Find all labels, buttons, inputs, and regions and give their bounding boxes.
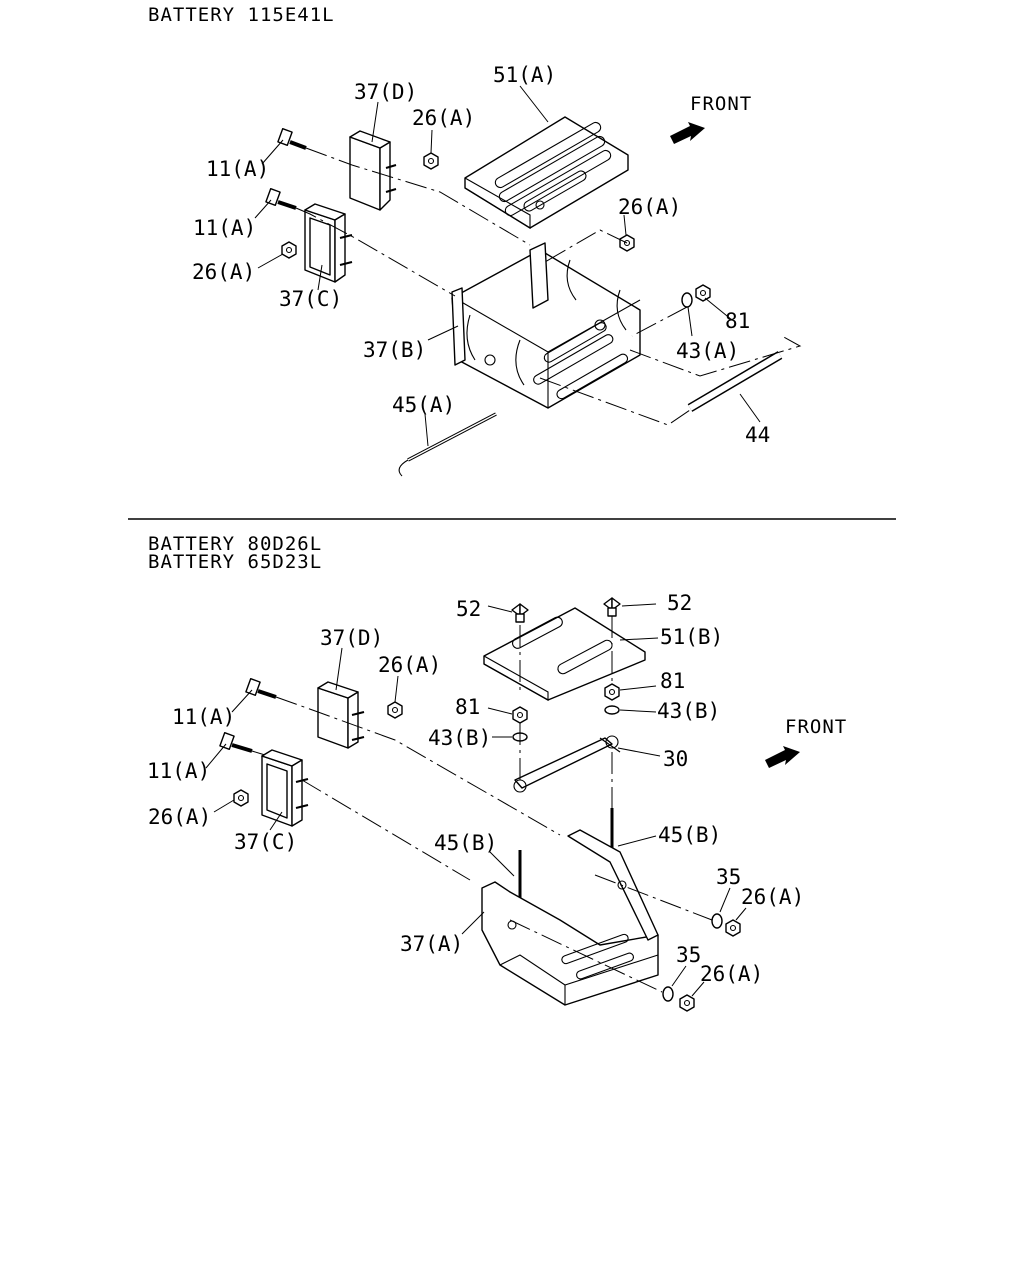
callout-26a-left: 26(A) bbox=[148, 805, 211, 829]
callout-45a: 45(A) bbox=[392, 393, 455, 417]
clamp-bar-30 bbox=[513, 735, 621, 793]
nut-26a-left bbox=[233, 789, 249, 807]
callout-26a-right: 26(A) bbox=[618, 195, 681, 219]
callout-81-right: 81 bbox=[660, 669, 685, 693]
wing-nut-52-right bbox=[603, 597, 621, 617]
callout-43b-left: 43(B) bbox=[428, 726, 491, 750]
callout-11a-lower: 11(A) bbox=[193, 216, 256, 240]
callout-26a-left: 26(A) bbox=[192, 260, 255, 284]
bracket-37c bbox=[261, 749, 309, 827]
callout-26a-upper: 26(A) bbox=[741, 885, 804, 909]
nut-81-left bbox=[512, 706, 528, 724]
section-header: BATTERY 115E41L bbox=[148, 4, 335, 26]
hook-rod-45a bbox=[398, 412, 497, 477]
front-label: FRONT bbox=[690, 93, 752, 115]
callout-52-left: 52 bbox=[456, 597, 481, 621]
callout-11a-upper: 11(A) bbox=[172, 705, 235, 729]
callout-45b-left: 45(B) bbox=[434, 831, 497, 855]
nut-26a-top bbox=[423, 152, 439, 170]
section-header-2: BATTERY 65D23L bbox=[148, 551, 322, 573]
front-arrow-icon bbox=[670, 122, 705, 144]
callout-11a-lower: 11(A) bbox=[147, 759, 210, 783]
callout-37d: 37(D) bbox=[354, 80, 417, 104]
bolt-11a-lower bbox=[219, 732, 253, 753]
front-arrow-icon bbox=[765, 746, 800, 768]
callout-43b-right: 43(B) bbox=[657, 699, 720, 723]
washer-35-lower bbox=[662, 986, 674, 1002]
bolt-11a-lower bbox=[265, 188, 297, 210]
battery-cover-51a bbox=[464, 116, 629, 229]
callout-43a: 43(A) bbox=[676, 339, 739, 363]
washer-35-upper bbox=[711, 913, 723, 929]
clamp-bar-44 bbox=[687, 351, 783, 412]
section-header-1: BATTERY 80D26L bbox=[148, 533, 322, 555]
callout-26a-lower: 26(A) bbox=[700, 962, 763, 986]
callout-30: 30 bbox=[663, 747, 688, 771]
washer-43b-right bbox=[604, 705, 620, 715]
wing-nut-52-left bbox=[511, 603, 529, 623]
callout-35-upper: 35 bbox=[716, 865, 741, 889]
callout-26a-top: 26(A) bbox=[378, 653, 441, 677]
front-arrow: FRONT bbox=[765, 716, 847, 768]
callout-26a-top: 26(A) bbox=[412, 106, 475, 130]
callout-81: 81 bbox=[725, 309, 750, 333]
battery-cover-51b bbox=[483, 607, 646, 701]
front-label: FRONT bbox=[785, 716, 847, 738]
nut-26a-top bbox=[387, 701, 403, 719]
bolt-11a-upper bbox=[245, 678, 277, 699]
nut-81 bbox=[695, 284, 711, 302]
nut-26a-upper-right bbox=[725, 919, 741, 937]
callout-81-left: 81 bbox=[455, 695, 480, 719]
nut-26a-left bbox=[281, 241, 297, 259]
bolt-11a-upper bbox=[277, 128, 307, 150]
callout-45b-right: 45(B) bbox=[658, 823, 721, 847]
battery-tray-37a bbox=[481, 829, 659, 1006]
callout-52-right: 52 bbox=[667, 591, 692, 615]
bracket-37c bbox=[304, 203, 353, 283]
callout-44: 44 bbox=[745, 423, 770, 447]
callout-51b: 51(B) bbox=[660, 625, 723, 649]
section-115e41l: BATTERY 115E41L FRONT bbox=[148, 4, 802, 477]
callout-51a: 51(A) bbox=[493, 63, 556, 87]
bracket-37d bbox=[349, 130, 397, 211]
section-80d26l-65d23l: BATTERY 80D26L BATTERY 65D23L FRONT bbox=[147, 533, 847, 1012]
callout-11a-upper: 11(A) bbox=[206, 157, 269, 181]
bracket-37d bbox=[317, 681, 365, 749]
battery-tray-37b bbox=[451, 242, 641, 409]
front-arrow: FRONT bbox=[670, 93, 752, 144]
nut-26a-lower-right bbox=[679, 994, 695, 1012]
callout-37c: 37(C) bbox=[279, 287, 342, 311]
washer-43a bbox=[681, 292, 693, 308]
nut-81-right bbox=[604, 683, 620, 701]
callout-37a: 37(A) bbox=[400, 932, 463, 956]
callout-37b: 37(B) bbox=[363, 338, 426, 362]
callout-37d: 37(D) bbox=[320, 626, 383, 650]
callout-37c: 37(C) bbox=[234, 830, 297, 854]
callout-35-lower: 35 bbox=[676, 943, 701, 967]
